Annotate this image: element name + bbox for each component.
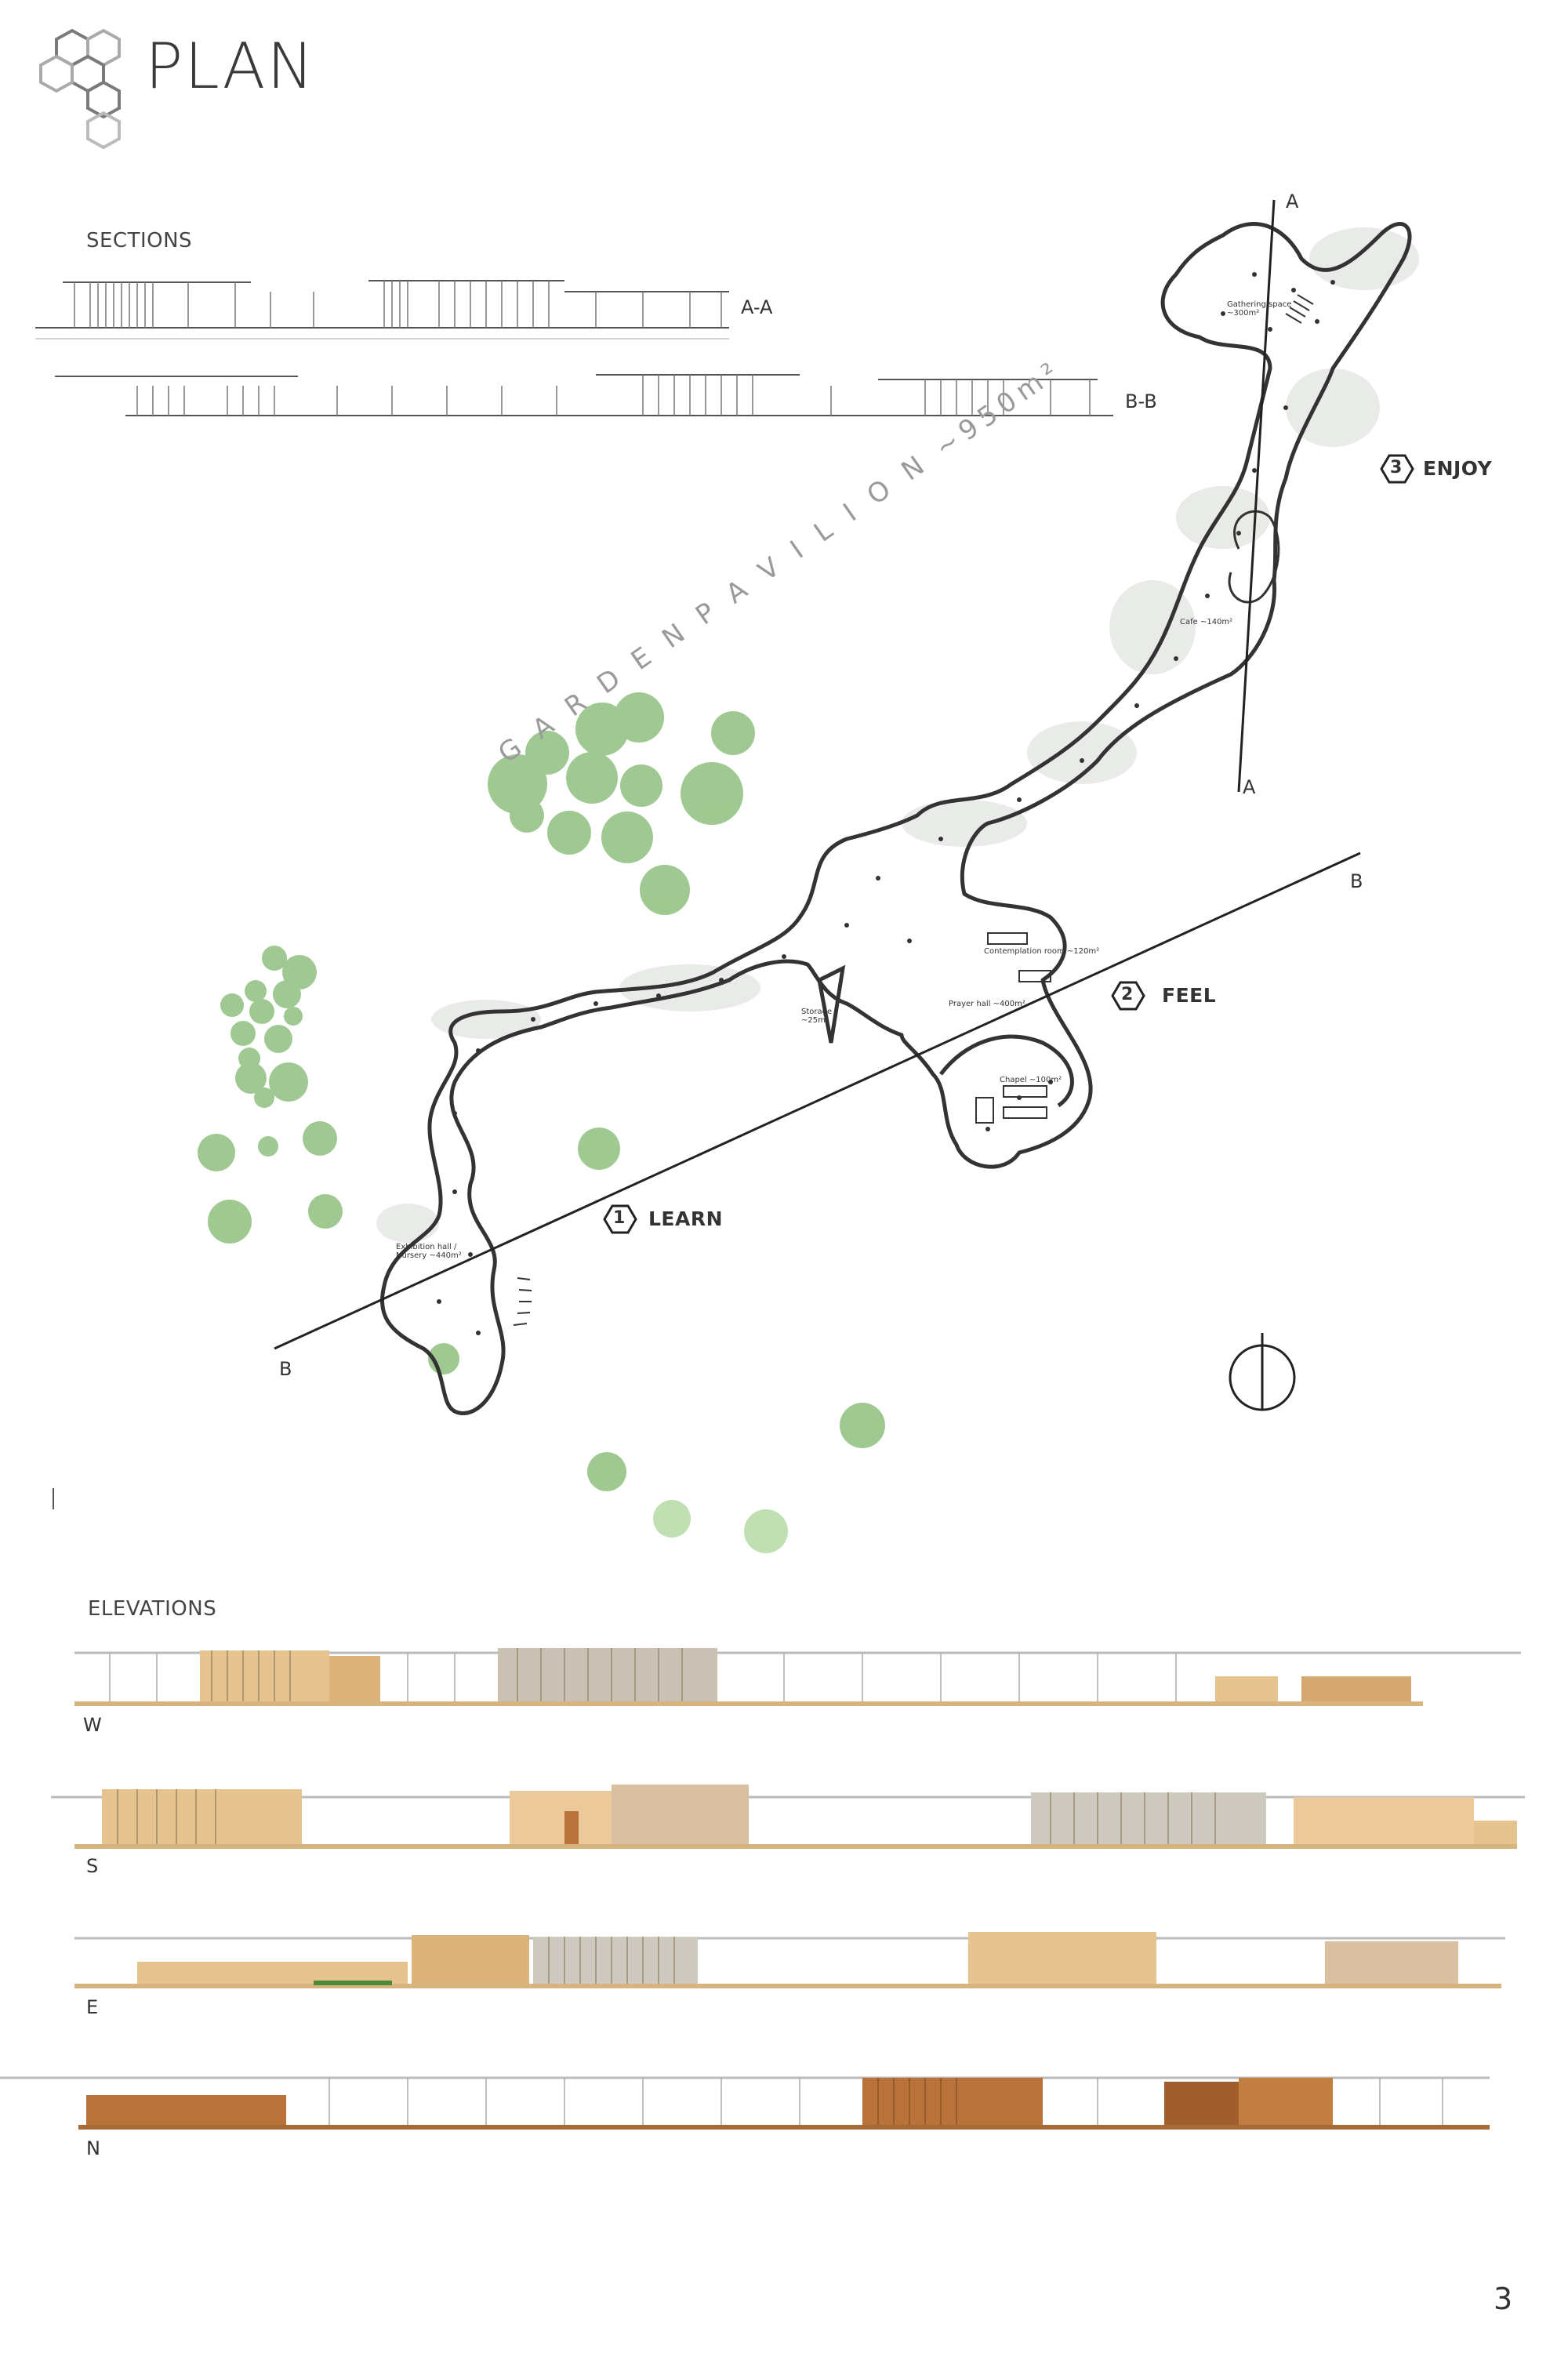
elevation-label-e: E (86, 1996, 99, 2018)
elevation-label-w: W (83, 1714, 102, 1736)
section-label-aa: A-A (741, 296, 773, 318)
sections-heading: SECTIONS (86, 229, 193, 252)
zone-number-3: 3 (1390, 458, 1403, 477)
zone-label-enjoy: ENJOY (1423, 457, 1493, 480)
room-cafe: Cafe ~140m² (1180, 618, 1233, 626)
axis-b-start-label: B (279, 1358, 292, 1380)
room-exhibition-hall: Exhibition hall / Nursery ~440m² (396, 1243, 462, 1260)
elevations-heading: ELEVATIONS (88, 1597, 217, 1621)
zone-label-learn: LEARN (648, 1207, 724, 1230)
elevation-w (74, 1648, 1521, 1706)
axis-a (1237, 199, 1276, 793)
axis-b-end-label: B (1350, 870, 1363, 892)
pavilion-outline (379, 222, 1412, 1415)
trees (198, 692, 885, 1491)
zone-label-feel: FEEL (1162, 984, 1217, 1007)
zone-number-1: 1 (613, 1208, 626, 1228)
page-title: PLAN (145, 30, 316, 103)
section-label-bb: B-B (1125, 390, 1157, 412)
elevation-label-s: S (86, 1855, 99, 1877)
zone-number-2: 2 (1121, 985, 1134, 1004)
north-arrow-icon (1229, 1333, 1296, 1411)
room-storage: Storage ~25m² (801, 1008, 833, 1025)
page-number: 3 (1494, 2282, 1513, 2316)
axis-a-start-label: A (1286, 191, 1299, 212)
elevation-e (74, 1932, 1505, 1988)
room-contemplation: Contemplation room ~120m² (984, 947, 1100, 956)
room-chapel: Chapel ~100m² (1000, 1076, 1062, 1084)
room-gathering-space: Gathering space ~300m² (1227, 300, 1292, 318)
axis-b (274, 852, 1361, 1350)
elevation-label-n: N (86, 2137, 100, 2159)
axis-a-end-label: A (1243, 776, 1256, 798)
elevation-n (0, 2076, 1490, 2130)
elevation-s (51, 1785, 1525, 1849)
room-prayer-hall: Prayer hall ~400m² (949, 1000, 1025, 1008)
